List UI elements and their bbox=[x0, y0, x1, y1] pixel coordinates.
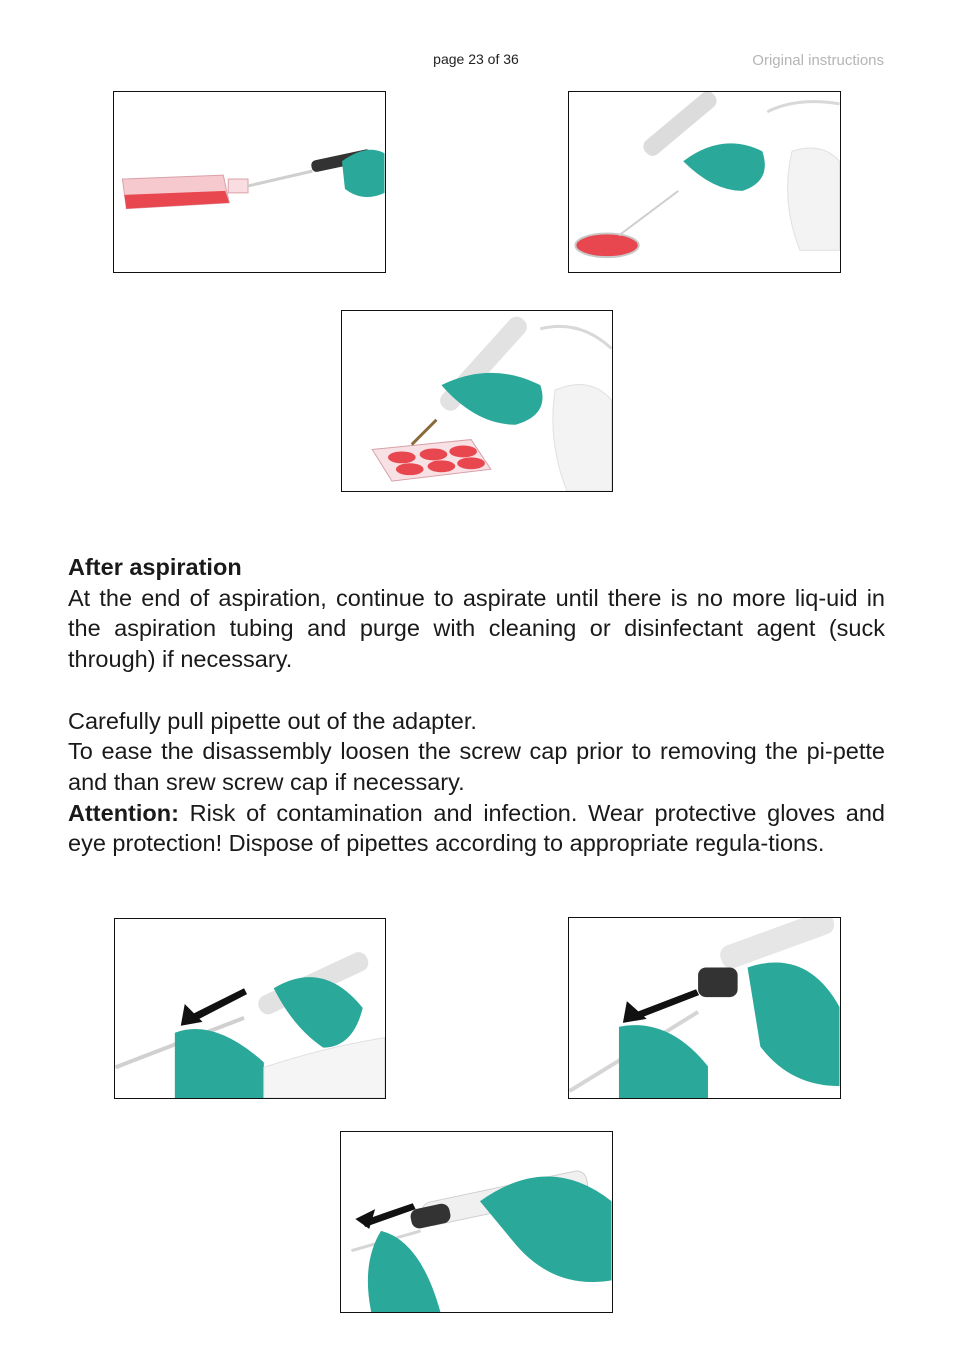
pull-illustration-2 bbox=[569, 918, 840, 1098]
plate-illustration bbox=[371, 316, 612, 491]
paragraph-aspiration-end: At the end of aspiration, continue to as… bbox=[68, 584, 885, 673]
dish-illustration bbox=[574, 92, 840, 259]
photo-flask-aspiration bbox=[113, 91, 386, 273]
attention-label: Attention: bbox=[68, 799, 179, 826]
page-number: page 23 of 36 bbox=[433, 51, 519, 67]
photo-pull-pipette-2 bbox=[568, 917, 841, 1099]
pull-illustration-3 bbox=[350, 1170, 612, 1312]
instruction-text: After aspiration At the end of aspiratio… bbox=[68, 552, 885, 859]
paragraph-disassembly: To ease the disassembly loosen the screw… bbox=[68, 738, 885, 795]
paragraph-attention: Attention: Risk of contamination and inf… bbox=[68, 798, 885, 859]
photo-pull-pipette-3 bbox=[340, 1131, 613, 1313]
photo-pull-pipette-1 bbox=[114, 918, 386, 1099]
paragraph-pull-pipette: Carefully pull pipette out of the adapte… bbox=[68, 707, 477, 734]
pull-illustration-1 bbox=[115, 952, 385, 1098]
photo-plate-aspiration bbox=[341, 310, 613, 492]
section-heading: After aspiration bbox=[68, 554, 242, 580]
flask-illustration bbox=[121, 149, 385, 210]
photo-dish-aspiration bbox=[568, 91, 841, 273]
document-label: Original instructions bbox=[752, 52, 884, 69]
attention-text: Risk of contamination and infection. Wea… bbox=[68, 799, 885, 857]
